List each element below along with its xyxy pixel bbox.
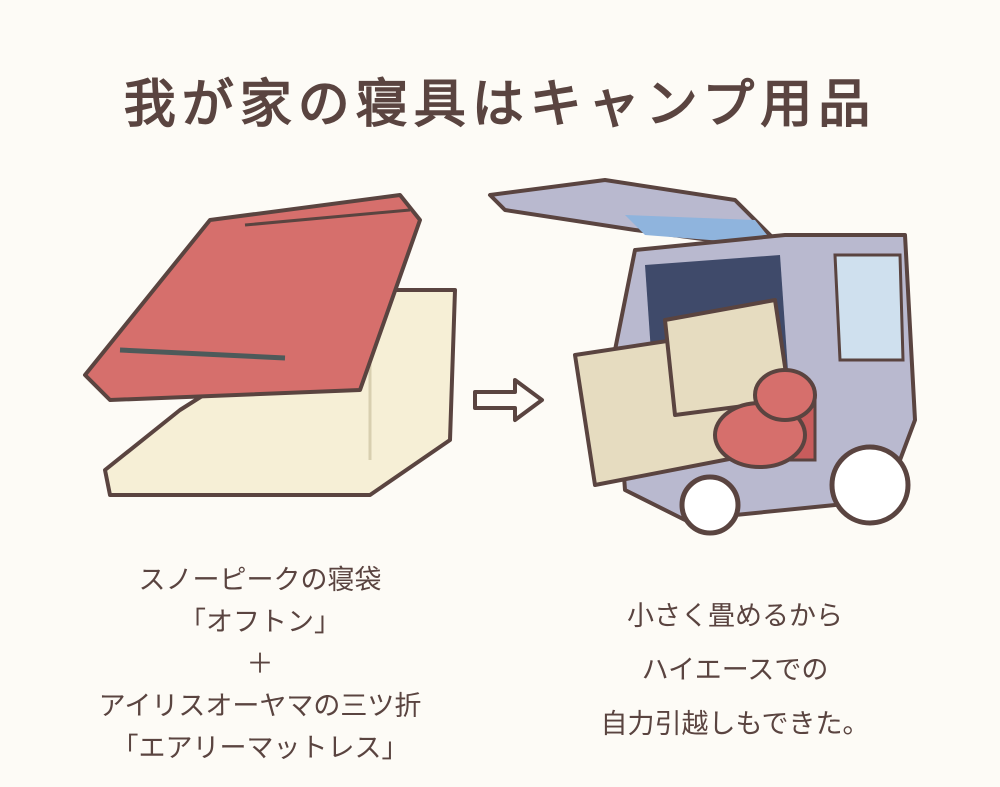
left-caption: スノーピークの寝袋 「オフトン」 ＋ アイリスオーヤマの三ツ折 「エアリーマット… xyxy=(70,560,450,770)
sleeping-bag xyxy=(83,193,422,402)
caption-line: 小さく畳めるから xyxy=(627,601,843,632)
caption-line: スノーピークの寝袋 xyxy=(138,565,382,596)
caption-line: 「オフトン」 xyxy=(179,607,341,638)
sleeping-bag-and-mattress-illustration xyxy=(83,193,457,497)
caption-line: 「エアリーマットレス」 xyxy=(111,733,409,764)
right-caption: 小さく畳めるから ハイエースでの 自力引越しもできた。 xyxy=(540,590,930,752)
van-illustration xyxy=(488,178,917,536)
caption-line: ＋ xyxy=(246,649,274,680)
page-title: 我が家の寝具はキャンプ用品 xyxy=(123,75,877,135)
arrow-icon xyxy=(473,378,544,422)
caption-line: ハイエースでの xyxy=(641,655,829,686)
caption-line: アイリスオーヤマの三ツ折 xyxy=(98,691,422,722)
caption-line: 自力引越しもできた。 xyxy=(600,709,870,740)
